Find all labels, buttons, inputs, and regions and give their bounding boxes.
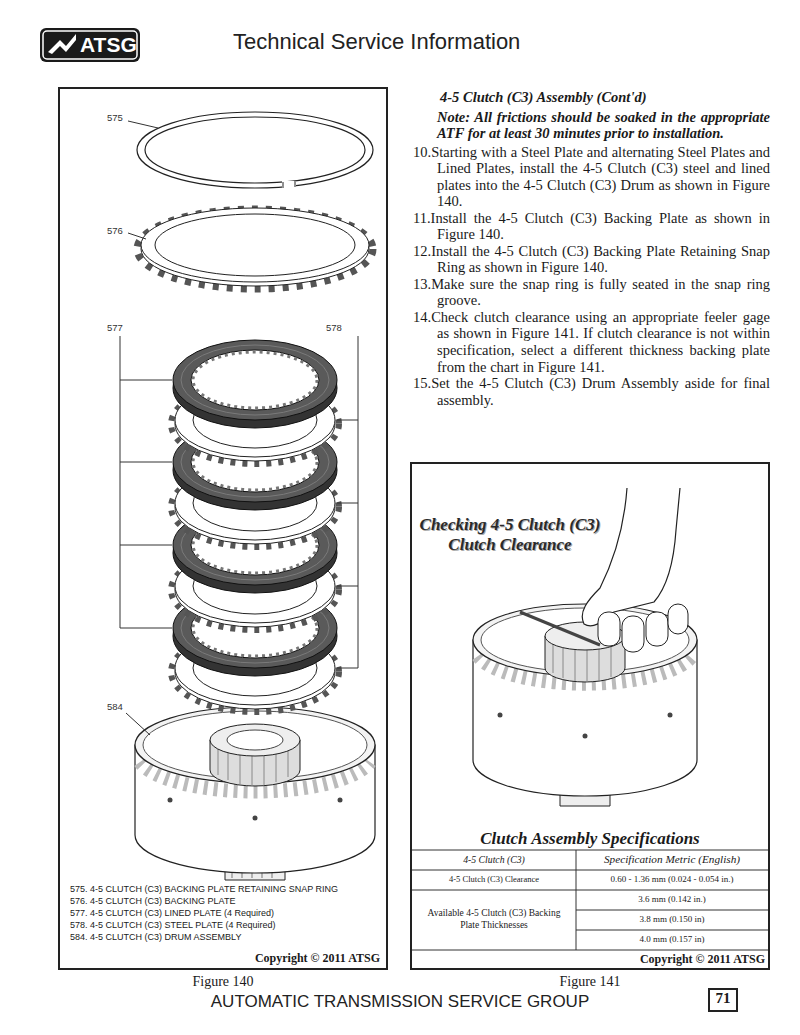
leader-lines [120,121,358,735]
procedure-step: 15.Set the 4-5 Clutch (C3) Drum Assembly… [413,375,770,408]
logo-icon [48,34,76,54]
copyright: Copyright © 2011 ATSG [190,951,380,966]
callout-number: 577 [107,322,123,333]
callout-number: 578 [326,322,342,333]
procedure-step: 13.Make sure the snap ring is fully seat… [413,276,770,309]
table-cell: 0.60 - 1.36 mm (0.024 - 0.054 in.) [576,874,768,884]
parts-list-item: 577. 4-5 CLUTCH (C3) LINED PLATE (4 Requ… [70,908,274,918]
callout-number: 576 [107,225,123,236]
backing-plate [137,208,373,289]
logo-badge: ATSG [40,28,140,62]
page-number: 71 [708,990,738,1007]
table-title: Clutch Assembly Specifications [412,829,768,849]
section-heading: 4-5 Clutch (C3) Assembly (Cont'd) [440,89,770,106]
copyright: Copyright © 2011 ATSG [560,952,765,967]
table-cell: 4-5 Clutch (C3) Clearance [412,874,576,884]
page-number-box: 71 [708,988,738,1012]
logo-badge-shape [40,28,140,62]
table-cell: 3.8 mm (0.150 in) [576,914,768,924]
parts-list-item: 575. 4-5 CLUTCH (C3) BACKING PLATE RETAI… [70,884,338,894]
body-text-column: 4-5 Clutch (C3) Assembly (Cont'd) Note: A… [413,89,770,408]
figure-frame: 575. 4-5 CLUTCH (C3) BACKING PLATE RETAI… [58,87,388,970]
spec-table: Clutch Assembly Specifications 4-5 Clutch… [412,828,768,950]
callout-number: 584 [107,701,123,712]
logo-text: ATSG [80,33,136,57]
procedure-step: 11.Install the 4-5 Clutch (C3) Backing P… [413,210,770,243]
note-text: Note: All frictions should be soaked in … [437,109,770,142]
table-grid [412,850,768,950]
table-header: 4-5 Clutch (C3) [412,854,576,865]
snap-ring [137,112,373,190]
parts-list-item: 584. 4-5 CLUTCH (C3) DRUM ASSEMBLY [70,932,241,942]
figure-frame: Checking 4-5 Clutch (C3) Clutch Clearanc… [410,462,770,970]
table-cell: Available 4-5 Clutch (C3) Backing Plate … [422,907,566,931]
table-cell: 4.0 mm (0.157 in) [576,934,768,944]
procedure-step: 12.Install the 4-5 Clutch (C3) Backing P… [413,243,770,276]
procedure-step: 10.Starting with a Steel Plate and alter… [413,144,770,210]
figure-caption: Figure 140 [58,974,388,990]
callout-number: 575 [107,112,123,123]
footer-text: AUTOMATIC TRANSMISSION SERVICE GROUP [150,992,650,1012]
figure-heading: Checking 4-5 Clutch (C3) Clutch Clearanc… [410,515,610,555]
page-title: Technical Service Information [233,29,520,55]
parts-list-item: 576. 4-5 CLUTCH (C3) BACKING PLATE [70,896,235,906]
procedure-step: 14.Check clutch clearance using an appro… [413,309,770,375]
table-cell: 3.6 mm (0.142 in.) [576,894,768,904]
table-header: Specification Metric (English) [576,853,768,865]
clutch-drum [135,707,375,880]
parts-list-item: 578. 4-5 CLUTCH (C3) STEEL PLATE (4 Requ… [70,920,276,930]
